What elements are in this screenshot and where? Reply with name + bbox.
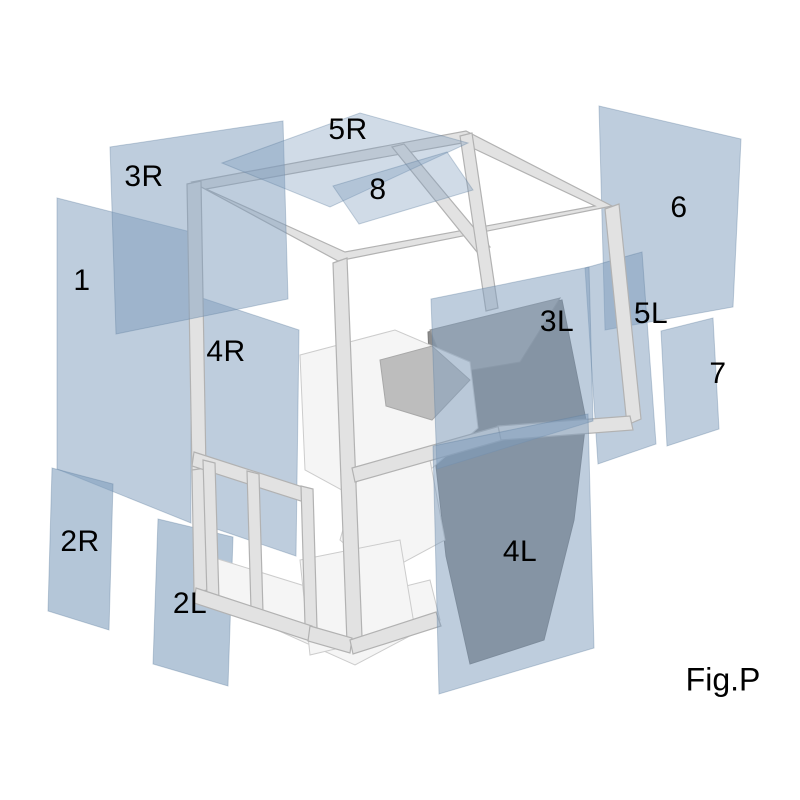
glass-panel-4L — [432, 413, 595, 695]
part-label-1: 1 — [73, 264, 91, 297]
part-label-6: 6 — [670, 191, 688, 224]
glass-panel-3L — [430, 266, 594, 470]
glass-panel-7 — [660, 317, 720, 447]
glass-panel-3R — [109, 120, 289, 335]
glass-panel-2R — [47, 467, 114, 631]
part-label-2R: 2R — [60, 525, 100, 558]
part-label-4L: 4L — [502, 535, 538, 568]
part-label-3R: 3R — [124, 160, 164, 193]
part-label-2L: 2L — [172, 587, 208, 620]
part-label-5L: 5L — [633, 297, 669, 330]
front-sill — [307, 625, 353, 654]
part-label-3L: 3L — [539, 305, 575, 338]
part-label-4R: 4R — [206, 335, 246, 368]
part-label-7: 7 — [709, 357, 727, 390]
figure-caption: Fig.P — [685, 661, 761, 698]
glass-panel-5R — [220, 112, 470, 208]
glass-panel-8 — [332, 151, 474, 225]
part-label-5R: 5R — [328, 113, 368, 146]
part-label-8: 8 — [369, 173, 387, 206]
roof-cross-beam — [390, 143, 491, 253]
glass-panels-front — [109, 112, 595, 695]
right-pillar — [604, 203, 642, 426]
